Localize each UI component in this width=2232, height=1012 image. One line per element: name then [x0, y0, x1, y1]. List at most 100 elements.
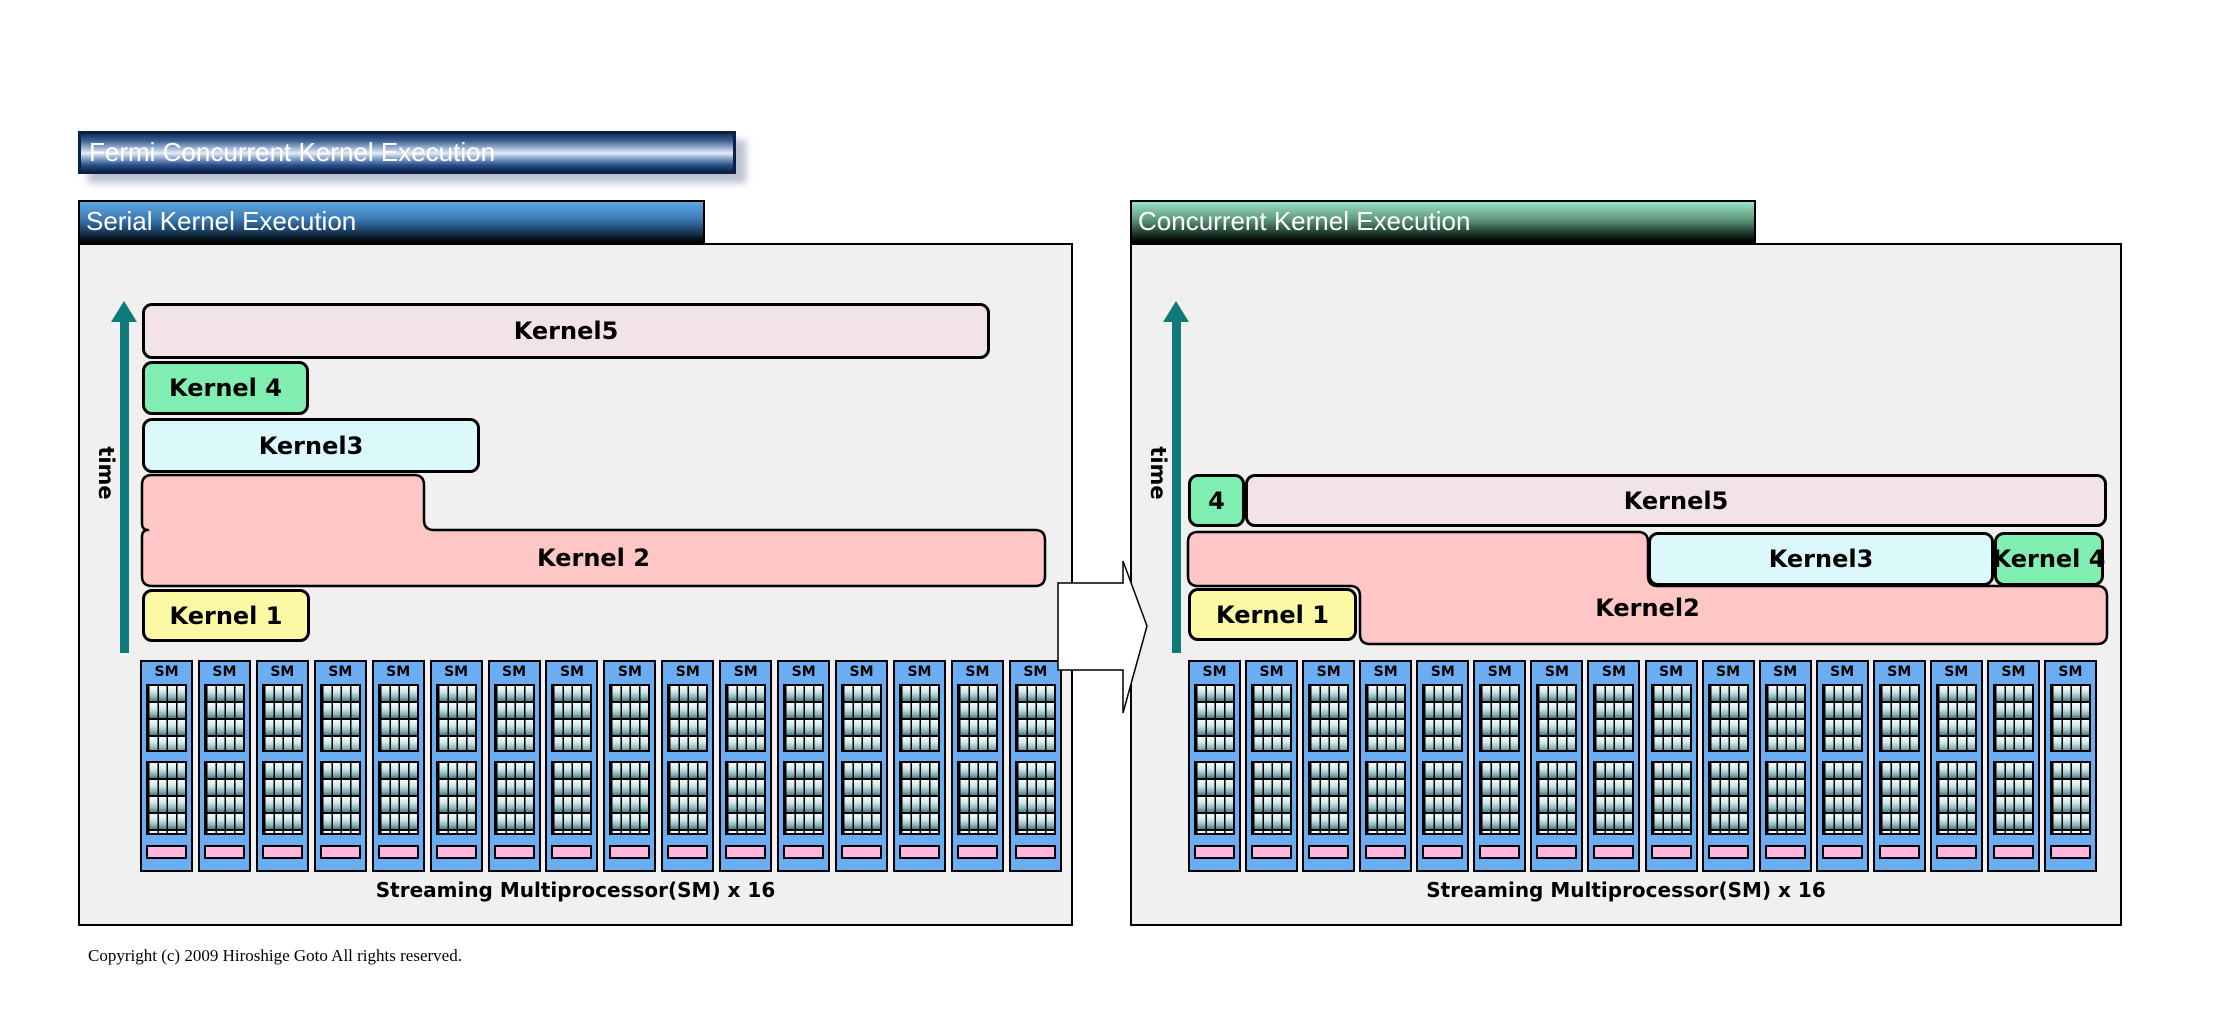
sm-core-grid [1479, 684, 1521, 752]
sm-memory-bar [435, 845, 477, 859]
sm-core-grid [1992, 761, 2034, 835]
sm-label: SM [965, 664, 990, 680]
kernel3-box: Kernel3 [142, 418, 480, 473]
serial-header-label: Serial Kernel Execution [86, 206, 357, 236]
sm-core-grid [319, 761, 361, 835]
sm-core-grid [841, 761, 883, 835]
sm-label: SM [1430, 664, 1455, 680]
sm-caption: Streaming Multiprocessor(SM) x 16 [375, 878, 776, 902]
sm-core-grid [1878, 761, 1920, 835]
sm-core-grid [1251, 761, 1293, 835]
sm-memory-bar [146, 845, 187, 859]
sm-block: SM [1872, 660, 1926, 872]
sm-core-grid [1365, 761, 1407, 835]
sm-memory-bar [261, 845, 303, 859]
sm-core-grid [203, 684, 245, 752]
sm-label: SM [444, 664, 469, 680]
sm-label: SM [791, 664, 816, 680]
sm-block: SM [2043, 660, 2097, 872]
sm-block: SM [950, 660, 1004, 872]
sm-core-grid [956, 761, 998, 835]
sm-core-grid [1251, 684, 1293, 752]
sm-block: SM [487, 660, 541, 872]
sm-memory-bar [1935, 845, 1977, 859]
sm-core-grid [667, 761, 709, 835]
sm-core-grid [1707, 761, 1749, 835]
sm-core-grid [725, 761, 767, 835]
sm-block: SM [1758, 660, 1812, 872]
sm-core-grid [1650, 684, 1692, 752]
sm-core-grid [1479, 761, 1521, 835]
sm-memory-bar [1251, 845, 1293, 859]
sm-core-grid [551, 684, 593, 752]
sm-block: SM [1302, 660, 1356, 872]
sm-block: SM [1008, 660, 1062, 872]
sm-core-grid [1593, 684, 1635, 752]
sm-block: SM [545, 660, 599, 872]
sm-memory-bar [551, 845, 593, 859]
kernel4-box: Kernel 4 [1992, 532, 2106, 586]
sm-block: SM [1701, 660, 1755, 872]
sm-block: SM [661, 660, 715, 872]
title-banner: Fermi Concurrent Kernel Execution [78, 131, 736, 174]
serial-panel: time Kernel5 Kernel 4 Kernel3 Kernel 2 K… [78, 243, 1073, 926]
sm-label: SM [270, 664, 295, 680]
sm-core-grid [435, 684, 477, 752]
sm-label: SM [502, 664, 527, 680]
sm-core-grid [667, 684, 709, 752]
sm-core-grid [1764, 684, 1806, 752]
concurrent-panel: time 4 Kernel5 Kernel3 Kernel 4 Kernel 1… [1130, 243, 2122, 926]
sm-core-grid [1536, 684, 1578, 752]
sm-label: SM [1259, 664, 1284, 680]
sm-core-grid [1194, 761, 1235, 835]
sm-label: SM [2058, 664, 2083, 680]
sm-core-grid [898, 684, 940, 752]
sm-block: SM [835, 660, 889, 872]
kernel4-box: Kernel 4 [142, 361, 309, 415]
time-axis-shaft [1172, 321, 1181, 653]
sm-core-grid [377, 761, 419, 835]
time-axis-shaft [120, 321, 129, 653]
sm-block: SM [429, 660, 483, 872]
sm-label: SM [675, 664, 700, 680]
kernel2-shape [140, 473, 1047, 588]
sm-memory-bar [377, 845, 419, 859]
transform-arrow-icon [1057, 560, 1148, 714]
sm-core-grid [1821, 684, 1863, 752]
sm-core-grid [1194, 684, 1235, 752]
sm-label: SM [1487, 664, 1512, 680]
sm-core-grid [146, 761, 187, 835]
sm-block: SM [1416, 660, 1470, 872]
sm-label: SM [1716, 664, 1741, 680]
sm-label: SM [1544, 664, 1569, 680]
sm-label: SM [1202, 664, 1227, 680]
sm-label: SM [559, 664, 584, 680]
sm-block: SM [1929, 660, 1983, 872]
sm-caption: Streaming Multiprocessor(SM) x 16 [1426, 878, 1826, 902]
sm-memory-bar [609, 845, 651, 859]
kernel4-label: Kernel 4 [1992, 545, 2106, 573]
sm-label: SM [1773, 664, 1798, 680]
sm-core-grid [898, 761, 940, 835]
sm-memory-bar [1764, 845, 1806, 859]
sm-core-grid [841, 684, 883, 752]
serial-header: Serial Kernel Execution [78, 200, 705, 243]
sm-block: SM [1245, 660, 1299, 872]
concurrent-header: Concurrent Kernel Execution [1130, 200, 1756, 243]
sm-label: SM [2001, 664, 2026, 680]
sm-block: SM [1473, 660, 1527, 872]
sm-core-grid [1707, 684, 1749, 752]
sm-block: SM [1815, 660, 1869, 872]
kernel4-label: Kernel 4 [169, 374, 282, 402]
kernel2-label: Kernel 2 [537, 544, 650, 572]
sm-label: SM [733, 664, 758, 680]
sm-block: SM [719, 660, 773, 872]
sm-core-grid [1422, 684, 1464, 752]
sm-memory-bar [2049, 845, 2091, 859]
sm-core-grid [261, 684, 303, 752]
sm-memory-bar [783, 845, 825, 859]
sm-label: SM [1601, 664, 1626, 680]
sm-core-grid [1308, 684, 1350, 752]
sm-core-grid [146, 684, 187, 752]
